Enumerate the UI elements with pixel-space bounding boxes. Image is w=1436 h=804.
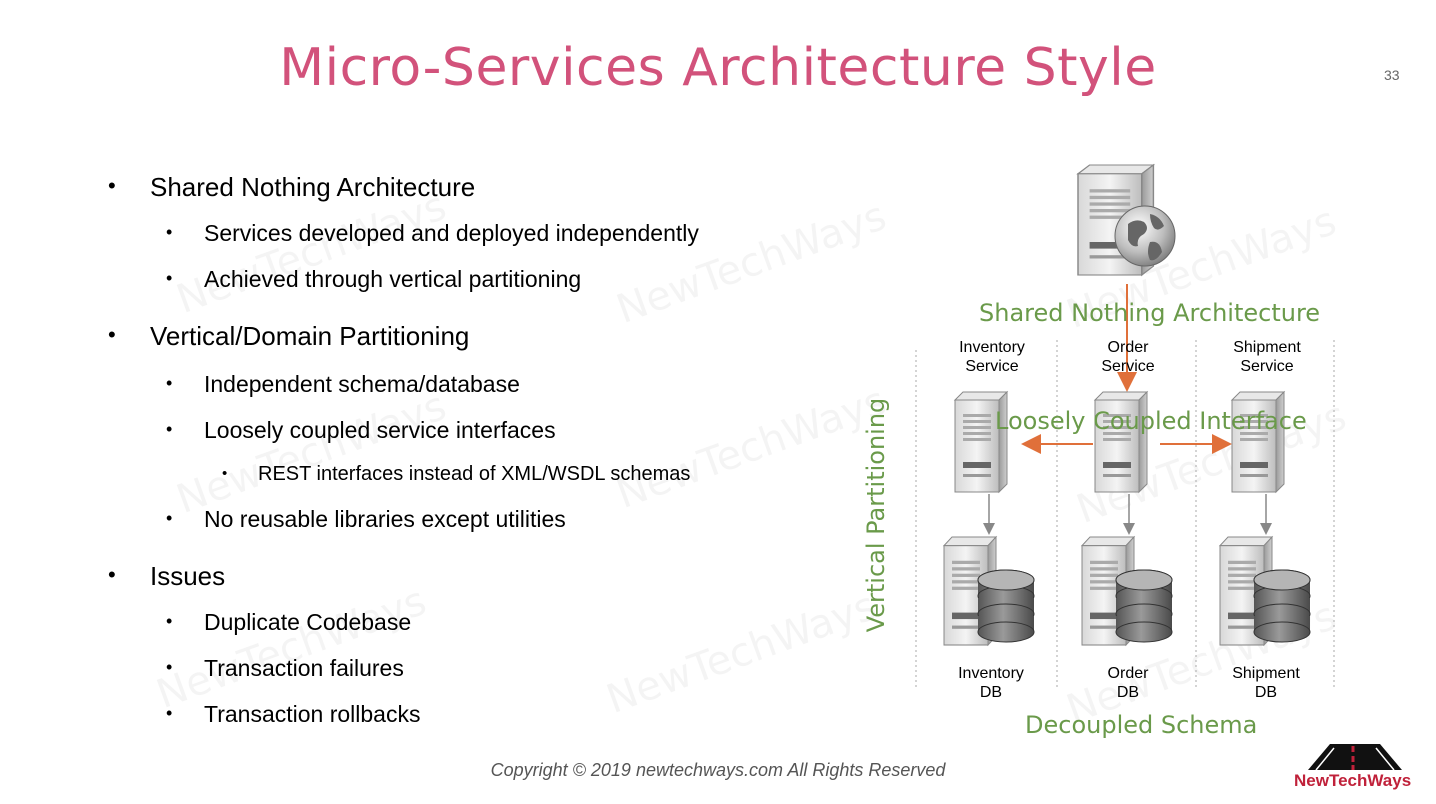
bullet-text: Independent schema/database	[204, 371, 520, 397]
bullet-text: Achieved through vertical partitioning	[204, 266, 582, 292]
bullet-dot: •	[108, 322, 116, 347]
bullet-text: Loosely coupled service interfaces	[204, 417, 556, 443]
bullet-dot: •	[166, 222, 173, 242]
db-label: Inventory DB	[931, 664, 1051, 702]
bullet-dot: •	[222, 465, 228, 482]
bullet-item: • Transaction failures	[166, 655, 404, 682]
db-label-line: Inventory	[958, 665, 1024, 682]
bullet-dot: •	[166, 268, 173, 288]
bullet-item: • Transaction rollbacks	[166, 701, 421, 728]
bullet-dot: •	[108, 173, 116, 198]
bullet-text: Shared Nothing Architecture	[150, 172, 476, 202]
bullet-dot: •	[166, 508, 173, 528]
bullet-item: • Loosely coupled service interfaces	[166, 417, 556, 444]
bullet-item: • Issues	[108, 561, 226, 592]
inventory-db-icon	[977, 569, 1035, 643]
bullet-text: Transaction rollbacks	[204, 701, 421, 727]
loosely-coupled-label: Loosely Coupled Interface	[995, 407, 1307, 435]
copyright-text: Copyright © 2019 newtechways.com All Rig…	[490, 760, 946, 780]
bullet-dot: •	[166, 373, 173, 393]
service-label: Shipment Service	[1207, 338, 1327, 376]
db-label-line: Order	[1107, 665, 1149, 682]
bullet-item: • REST interfaces instead of XML/WSDL sch…	[222, 463, 691, 486]
bullet-dot: •	[166, 611, 173, 631]
order-db-icon	[1115, 569, 1173, 643]
db-label-line: Shipment	[1232, 665, 1300, 682]
bullet-item: • No reusable libraries except utilities	[166, 506, 566, 533]
service-label-line: Shipment	[1233, 339, 1301, 356]
service-label-line: Service	[1101, 358, 1155, 375]
bullet-text: Transaction failures	[204, 655, 404, 681]
bullet-dot: •	[108, 562, 116, 587]
logo-road-shape	[1308, 744, 1402, 770]
bullet-item: • Shared Nothing Architecture	[108, 172, 476, 203]
bullet-item: • Achieved through vertical partitioning	[166, 266, 582, 293]
service-label-line: Service	[965, 358, 1019, 375]
shared-nothing-label: Shared Nothing Architecture	[979, 299, 1321, 327]
bullet-text: Services developed and deployed independ…	[204, 220, 699, 246]
vertical-partitioning-label: Vertical Partitioning	[862, 397, 890, 633]
logo-text: NewTechWays	[1294, 771, 1412, 790]
bullet-text: No reusable libraries except utilities	[204, 506, 566, 532]
bullet-item: • Services developed and deployed indepen…	[166, 220, 699, 247]
shipment-db-icon	[1253, 569, 1311, 643]
db-label: Order DB	[1068, 664, 1188, 702]
service-label-line: Service	[1240, 358, 1294, 375]
bullet-item: • Independent schema/database	[166, 371, 520, 398]
globe-icon	[1114, 205, 1176, 267]
service-label-line: Inventory	[959, 339, 1025, 356]
service-label: Order Service	[1068, 338, 1188, 376]
service-label: Inventory Service	[932, 338, 1052, 376]
db-label-line: DB	[979, 684, 1003, 701]
slide-title: Micro-Services Architecture Style	[279, 38, 1157, 98]
slide-number: 33	[1384, 67, 1400, 83]
bullet-item: • Duplicate Codebase	[166, 609, 412, 636]
decoupled-schema-label: Decoupled Schema	[1025, 711, 1258, 739]
db-label: Shipment DB	[1206, 664, 1326, 702]
bullet-text: Vertical/Domain Partitioning	[150, 321, 470, 351]
bullet-dot: •	[166, 657, 173, 677]
service-label-line: Order	[1107, 339, 1149, 356]
db-label-line: DB	[1116, 684, 1140, 701]
bullet-dot: •	[166, 419, 173, 439]
bullet-text: Issues	[150, 561, 226, 591]
bullet-text: REST interfaces instead of XML/WSDL sche…	[258, 463, 691, 485]
bullet-item: • Vertical/Domain Partitioning	[108, 321, 470, 352]
bullet-dot: •	[166, 703, 173, 723]
bullet-text: Duplicate Codebase	[204, 609, 412, 635]
logo-road-edge	[1315, 747, 1395, 771]
newtechways-logo	[1308, 744, 1402, 771]
db-label-line: DB	[1254, 684, 1278, 701]
